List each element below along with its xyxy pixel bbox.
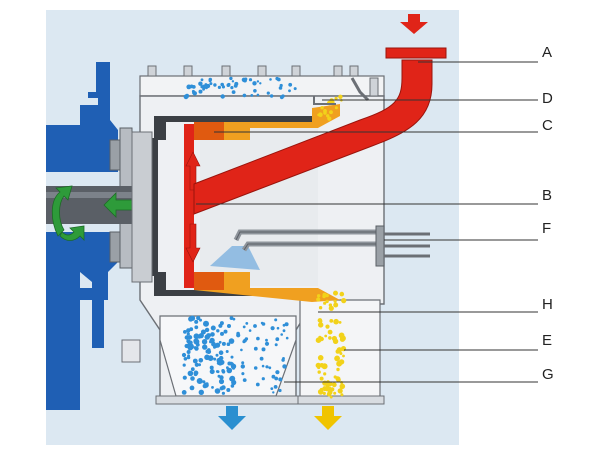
label-c: C	[542, 117, 553, 134]
motor-body	[46, 238, 96, 410]
liquid-outlet-arrow	[218, 406, 246, 430]
drive-unit	[46, 62, 153, 410]
label-b: B	[542, 187, 552, 204]
label-f: F	[542, 220, 551, 237]
callout-g: G	[284, 366, 554, 383]
callout-b: B	[196, 187, 552, 205]
feed-pipe	[193, 14, 447, 215]
rotation-arrow	[51, 185, 73, 237]
pusher-plate	[184, 124, 194, 288]
label-d: D	[542, 90, 553, 107]
label-e: E	[542, 332, 552, 349]
callout-a: A	[418, 44, 552, 63]
callout-h: H	[318, 296, 553, 313]
callout-f: F	[384, 220, 551, 241]
callout-c: C	[214, 117, 553, 134]
label-g: G	[542, 366, 554, 383]
basket	[131, 104, 430, 302]
label-h: H	[542, 296, 553, 313]
filter-cake-upper	[194, 104, 340, 140]
particle-dots	[181, 76, 347, 399]
label-a: A	[542, 44, 552, 61]
solids-outlet-arrow	[314, 406, 342, 430]
filter-cake-lower	[194, 272, 340, 302]
callout-e: E	[344, 332, 552, 351]
wash-spray	[210, 246, 260, 270]
callout-d: D	[322, 90, 553, 107]
feed-inlet-arrow	[400, 14, 428, 34]
